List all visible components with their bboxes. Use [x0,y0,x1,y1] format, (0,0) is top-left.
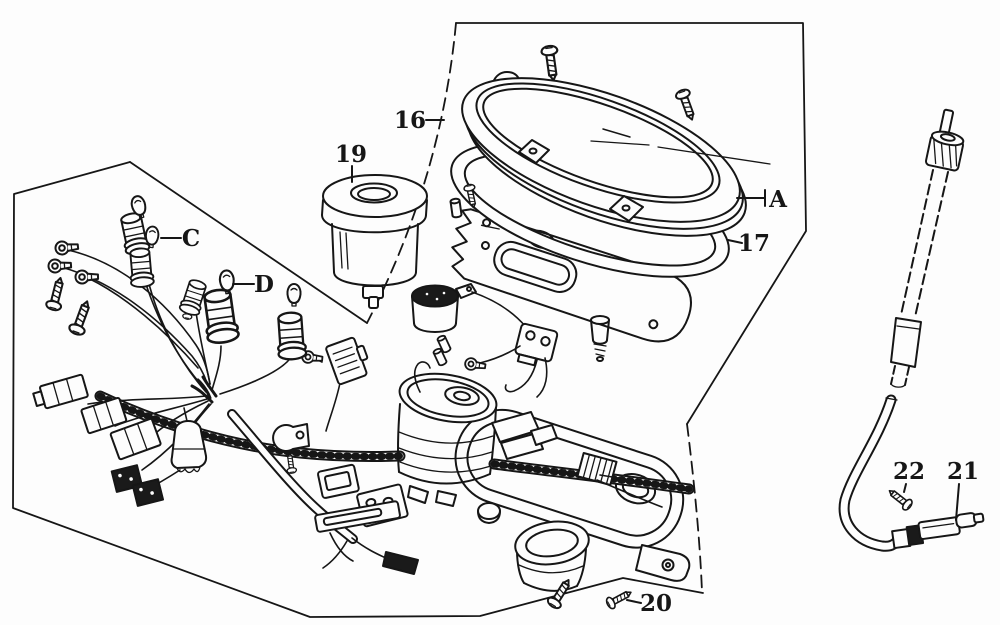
wire-end-terminal [382,551,419,575]
cluster-region-boundary [366,22,807,593]
cable-receptacle-cup [514,520,590,592]
bulb-socket [199,286,241,346]
plate-stud [590,315,610,362]
callouts: 16 19 C D A 17 20 21 22 [160,107,979,617]
leader-17 [727,239,743,244]
cable-screw-22 [884,485,915,513]
housing-screw-20 [604,586,635,611]
small-pin [431,346,449,368]
bulb-socket [127,246,156,289]
housing-tab [635,544,691,582]
callout-20: 20 [640,590,672,617]
callout-22: 22 [893,458,925,485]
callout-D: D [254,271,274,298]
callout-17: 17 [738,230,770,257]
connector [109,417,162,461]
harness-region-boundary [12,161,704,618]
connector-dark [131,478,165,507]
bulb [286,283,302,307]
cover-screw [539,43,563,83]
small-pin [449,197,463,219]
cover-screw [673,86,700,124]
bracket-bar [314,500,401,533]
wiring-harness [32,193,419,575]
cable-upper-nut [924,130,965,172]
harness-screw [44,275,69,313]
leader-20 [626,599,642,604]
ring-terminal [47,257,73,274]
bulb-socket [274,310,308,362]
part-19-cup [321,174,428,309]
housing-screw [545,575,576,612]
connector-box [317,463,360,499]
cable-end-fitting [891,512,985,550]
cable-clamp [272,423,310,475]
callout-C: C [182,225,200,252]
callout-16: 16 [394,107,426,134]
connector [32,373,89,410]
speedometer-mechanism [396,361,558,507]
callout-21: 21 [947,458,979,485]
speedometer-cable [838,108,985,552]
housing-dome [477,502,501,520]
rubber-boot [170,407,208,474]
leader-21 [955,483,960,521]
ring-terminal [53,238,80,257]
terminal-block [576,452,618,486]
connector [80,396,128,435]
leader-A [736,189,766,207]
harness-screw [66,297,96,338]
pilot-lamp-body [411,283,527,333]
callout-19: 19 [335,141,367,168]
callout-A: A [768,186,788,213]
leader-22 [903,483,907,493]
base-plate [451,208,692,343]
lamp-bracket [463,322,559,398]
connector-6pin [325,336,369,386]
